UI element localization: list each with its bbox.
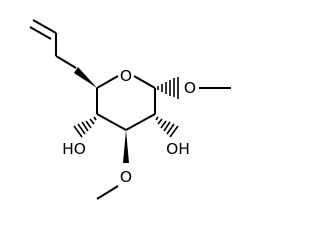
c1-hashed-bond bbox=[157, 77, 179, 99]
molecule-diagram: O O HO OH O bbox=[29, 19, 231, 200]
allyl-bond-2 bbox=[55, 55, 77, 69]
ring-bond-c2-c3 bbox=[125, 113, 156, 131]
c4-hydroxyl-label: HO bbox=[62, 140, 86, 158]
methoxy-bond-bottom bbox=[96, 185, 119, 200]
c3-methoxy-oxygen-label: O bbox=[120, 168, 132, 186]
vinyl-double-bond-b bbox=[29, 26, 52, 40]
ring-bond-c5-o bbox=[96, 75, 119, 89]
anomeric-methoxy-oxygen-label: O bbox=[184, 79, 196, 97]
c2-hashed-bond bbox=[155, 116, 179, 138]
ring-bond-c3-c4 bbox=[96, 113, 127, 131]
c3-wedge-bond bbox=[123, 130, 129, 163]
ring-bond-o-c1 bbox=[133, 75, 156, 89]
c5-wedge-bond bbox=[74, 67, 97, 88]
c4-hashed-bond bbox=[73, 116, 97, 138]
c2-hydroxyl-label: OH bbox=[166, 140, 190, 158]
structure-canvas: O O HO OH O bbox=[29, 19, 231, 200]
pyranose-ring bbox=[96, 75, 156, 131]
vinyl-double-bond-a bbox=[32, 19, 57, 34]
ring-oxygen-label: O bbox=[120, 67, 132, 85]
allyl-group bbox=[29, 19, 77, 69]
